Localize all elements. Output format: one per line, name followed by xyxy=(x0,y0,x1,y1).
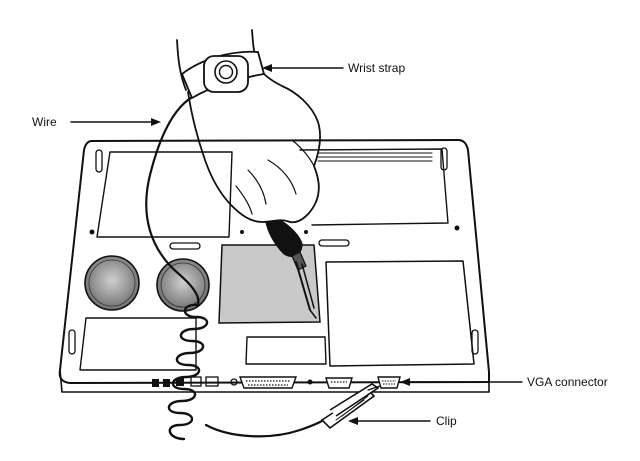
center-slot-left xyxy=(169,242,201,250)
left-top-slot xyxy=(95,149,103,173)
lower-left-panel xyxy=(79,317,197,371)
screw xyxy=(89,229,95,235)
vent-lines xyxy=(317,152,433,162)
laptop-chassis xyxy=(58,139,490,393)
hand-with-wrist-strap xyxy=(176,29,321,319)
vga-port xyxy=(377,376,401,389)
callout-wire: Wire xyxy=(32,115,161,129)
small-center-panel xyxy=(245,336,327,365)
label-wire: Wire xyxy=(32,115,57,129)
label-clip: Clip xyxy=(436,414,457,428)
left-bottom-slot xyxy=(68,329,76,355)
callout-wrist-strap: Wrist strap xyxy=(262,61,405,75)
alligator-clip xyxy=(320,383,381,430)
fan-right xyxy=(156,258,210,312)
callout-vga-connector: VGA connector xyxy=(400,375,608,389)
right-top-slot xyxy=(440,147,448,171)
wrist-strap-buckle xyxy=(203,55,249,93)
serial-port xyxy=(325,377,353,389)
label-wrist-strap: Wrist strap xyxy=(348,61,405,75)
callout-clip: Clip xyxy=(348,414,457,428)
parallel-port xyxy=(239,376,297,389)
screw xyxy=(454,225,460,231)
right-panel xyxy=(325,260,475,367)
label-vga-connector: VGA connector xyxy=(527,375,608,389)
memory-door-panel xyxy=(218,244,321,324)
screw xyxy=(304,230,308,234)
front-ports xyxy=(152,376,401,389)
center-slot-right xyxy=(318,239,350,247)
screw xyxy=(240,230,244,234)
fan-left xyxy=(84,255,140,311)
screwdriver xyxy=(265,219,317,319)
